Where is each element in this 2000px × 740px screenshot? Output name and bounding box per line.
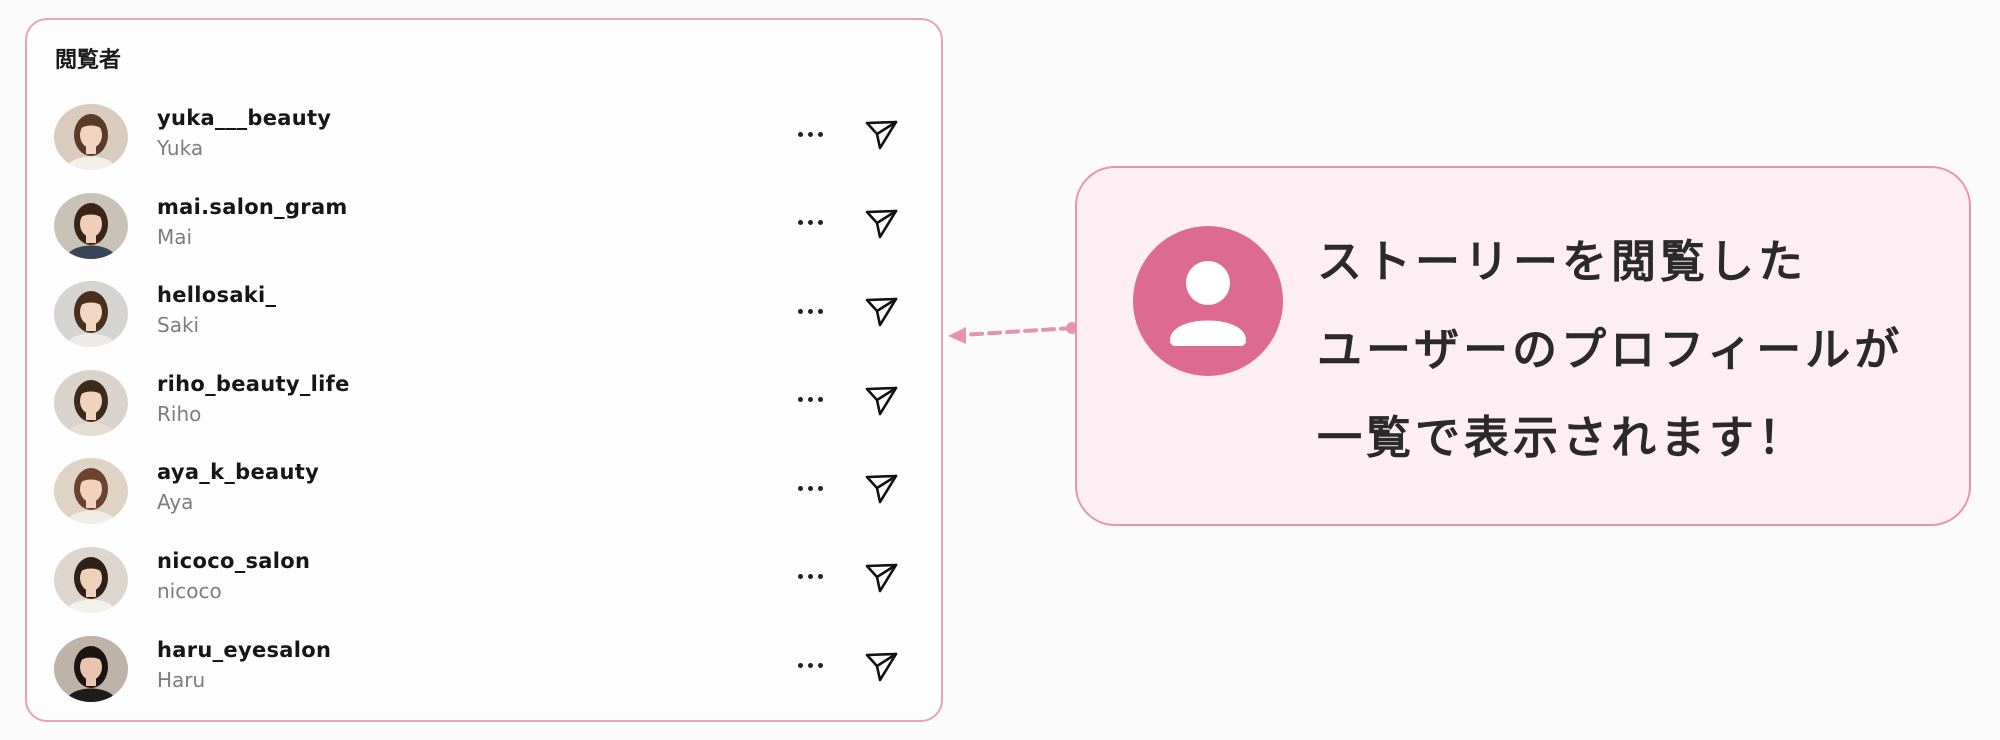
username[interactable]: hellosaki_	[157, 283, 277, 308]
username[interactable]: nicoco_salon	[157, 548, 311, 573]
callout-line: ユーザーのプロフィールが	[1317, 323, 1904, 376]
username[interactable]: aya_k_beauty	[157, 460, 320, 485]
username[interactable]: riho_beauty_life	[157, 371, 350, 396]
display-name: Aya	[157, 490, 194, 515]
username[interactable]: yuka___beauty	[157, 106, 332, 130]
callout-box: ストーリーを閲覧した ユーザーのプロフィールが 一覧で表示されます！	[1075, 166, 1971, 526]
paper-plane-icon[interactable]	[861, 646, 901, 686]
viewer-row[interactable]: nicoco_salon nicoco	[27, 535, 941, 624]
more-horizontal-icon[interactable]	[790, 205, 830, 241]
viewer-row[interactable]: haru_eyesalon Haru	[27, 624, 941, 713]
callout-line: 一覧で表示されます！	[1317, 411, 1808, 464]
paper-plane-icon[interactable]	[861, 380, 901, 420]
avatar[interactable]	[54, 458, 128, 525]
panel-title: 閲覧者	[55, 48, 122, 73]
avatar[interactable]	[54, 104, 128, 170]
display-name: Saki	[157, 313, 200, 338]
viewer-list: yuka___beauty Yuka mai.salon_gram Mai	[27, 92, 941, 712]
viewer-row[interactable]: hellosaki_ Saki	[27, 269, 941, 358]
more-horizontal-icon[interactable]	[790, 382, 830, 418]
paper-plane-icon[interactable]	[861, 114, 901, 154]
user-icon	[1133, 226, 1283, 376]
viewer-row[interactable]: riho_beauty_life Riho	[27, 358, 941, 447]
avatar[interactable]	[54, 281, 128, 348]
username[interactable]: mai.salon_gram	[157, 194, 348, 219]
viewers-panel: 閲覧者 yuka___beauty Yuka	[25, 18, 943, 722]
username[interactable]: haru_eyesalon	[157, 637, 332, 662]
viewer-row[interactable]: mai.salon_gram Mai	[27, 181, 941, 270]
more-horizontal-icon[interactable]	[790, 559, 830, 595]
more-horizontal-icon[interactable]	[790, 648, 830, 684]
display-name: Riho	[157, 401, 202, 426]
display-name: Haru	[157, 667, 206, 692]
paper-plane-icon[interactable]	[861, 203, 901, 243]
display-name: nicoco	[157, 578, 222, 603]
avatar[interactable]	[54, 192, 128, 259]
more-horizontal-icon[interactable]	[790, 293, 830, 329]
viewer-row[interactable]: yuka___beauty Yuka	[27, 92, 941, 181]
avatar[interactable]	[54, 635, 128, 702]
paper-plane-icon[interactable]	[861, 557, 901, 597]
connector-arrow	[948, 322, 1078, 344]
callout-text: ストーリーを閲覧した ユーザーのプロフィールが 一覧で表示されます！	[1317, 218, 1903, 482]
paper-plane-icon[interactable]	[861, 291, 901, 331]
avatar[interactable]	[54, 369, 128, 436]
display-name: Yuka	[157, 136, 204, 160]
viewer-row[interactable]: aya_k_beauty Aya	[27, 446, 941, 535]
paper-plane-icon[interactable]	[861, 468, 901, 508]
more-horizontal-icon[interactable]	[790, 470, 830, 506]
avatar[interactable]	[54, 546, 128, 613]
more-horizontal-icon[interactable]	[790, 116, 830, 152]
callout-line: ストーリーを閲覧した	[1317, 235, 1808, 288]
display-name: Mai	[157, 224, 193, 249]
